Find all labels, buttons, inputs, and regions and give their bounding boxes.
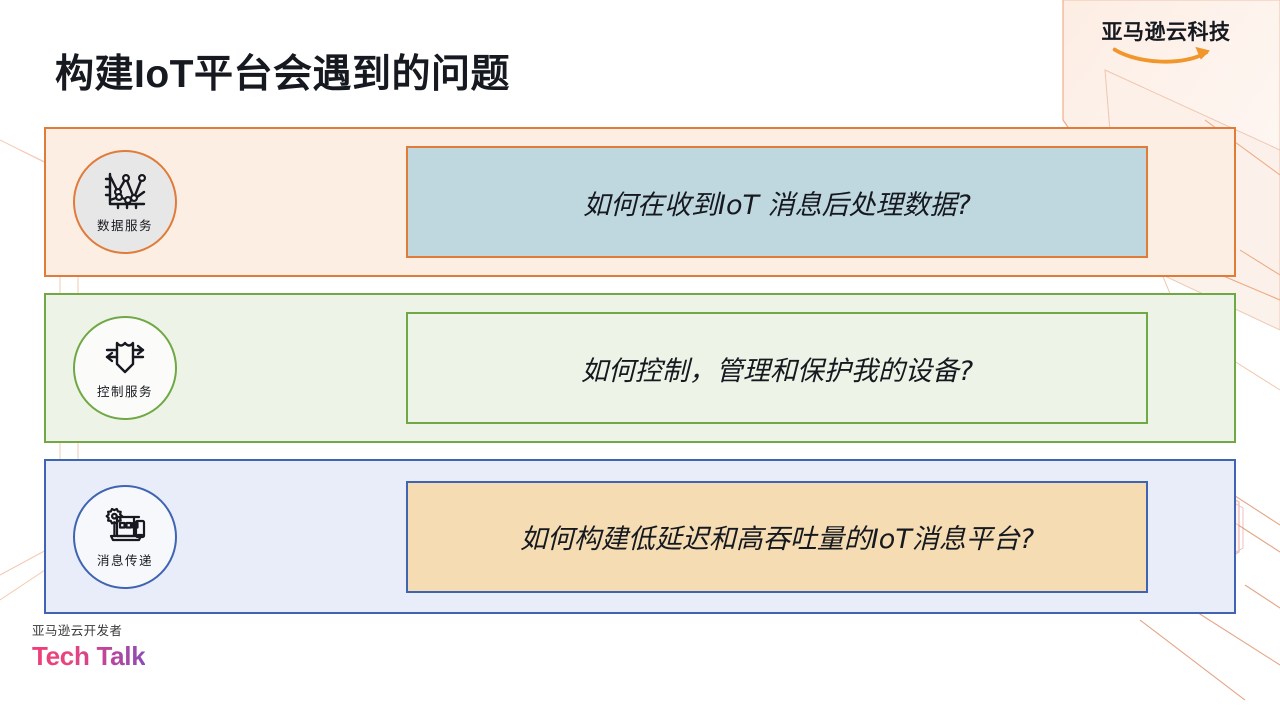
footer-subtitle: 亚马逊云开发者 xyxy=(32,623,123,638)
logo-text: 亚马逊云科技 xyxy=(1101,21,1231,44)
question-text: 如何控制，管理和保护我的设备? xyxy=(580,355,974,387)
card-data-service[interactable]: 数据服务 如何在收到IoT 消息后处理数据? xyxy=(44,127,1236,277)
title-highlight: IoT xyxy=(134,53,194,96)
question-box-message-delivery: 如何构建低延迟和高吞吐量的IoT消息平台? xyxy=(406,480,1148,593)
question-text: 如何在收到IoT 消息后处理数据? xyxy=(583,189,971,221)
badge-label: 数据服务 xyxy=(96,218,153,233)
badge-message-delivery: 消息传递 xyxy=(73,484,177,589)
problem-card-list: 数据服务 如何在收到IoT 消息后处理数据? 控制服务 如何控制， xyxy=(44,127,1236,630)
line-chart-icon xyxy=(104,172,146,210)
aws-china-logo: 亚马逊云科技 xyxy=(1076,21,1256,67)
footer-branding: 亚马逊云开发者 Tech Talk xyxy=(32,620,146,672)
question-text: 如何构建低延迟和高吞吐量的IoT消息平台? xyxy=(519,524,1035,555)
badge-label: 消息传递 xyxy=(96,552,153,568)
badge-control-service: 控制服务 xyxy=(73,316,177,420)
badge-data-service: 数据服务 xyxy=(73,150,177,254)
question-box-data-service: 如何在收到IoT 消息后处理数据? xyxy=(406,146,1148,258)
badge-label: 控制服务 xyxy=(96,384,153,399)
card-message-delivery[interactable]: 消息传递 如何构建低延迟和高吞吐量的IoT消息平台? xyxy=(44,459,1236,614)
amazon-smile-arrow-icon xyxy=(1112,46,1210,64)
card-control-service[interactable]: 控制服务 如何控制，管理和保护我的设备? xyxy=(44,293,1236,443)
question-box-control-service: 如何控制，管理和保护我的设备? xyxy=(406,312,1148,424)
title-text-after: 平台会遇到的问题 xyxy=(194,53,511,96)
page-title: 构建IoT平台会遇到的问题 xyxy=(55,43,510,99)
gear-devices-icon xyxy=(105,507,146,541)
title-text-before: 构建 xyxy=(55,53,135,96)
shield-arrows-icon xyxy=(105,341,145,374)
footer-brand: Tech Talk xyxy=(32,641,146,671)
